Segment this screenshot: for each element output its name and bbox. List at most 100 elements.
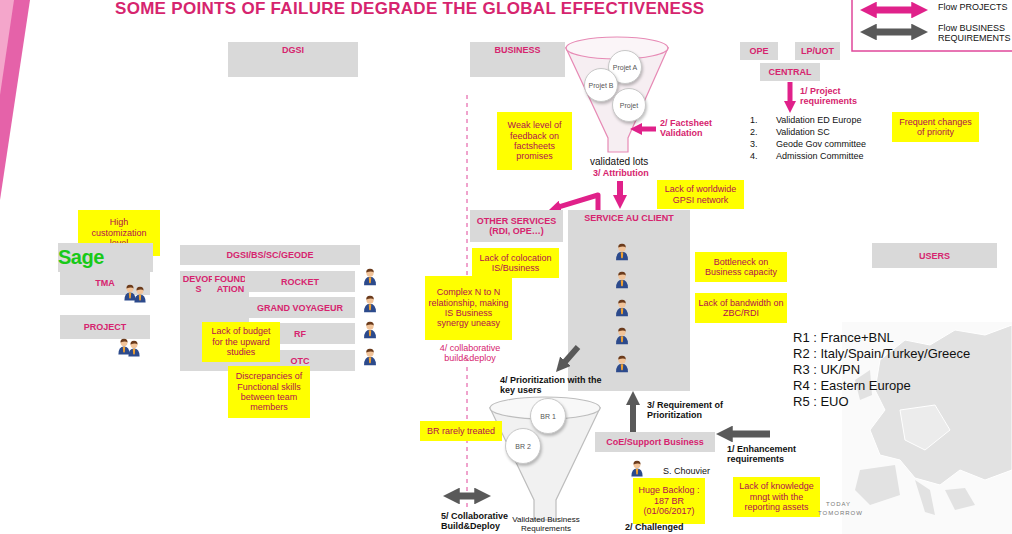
node-text: OTHER SERVICES (RDI, OPE…) <box>470 216 563 236</box>
title: SOME POINTS OF FAILURE DEGRADE THE GLOBA… <box>115 0 705 19</box>
flow-connector <box>558 195 598 210</box>
flow-arrow <box>456 493 477 500</box>
map-land <box>915 480 935 515</box>
person-icon <box>118 339 129 355</box>
map-land <box>900 405 950 450</box>
node-text: GRAND VOYAGEUR <box>257 303 343 313</box>
flow-arrow <box>873 7 914 14</box>
item-circle: Projet <box>612 88 646 122</box>
node-text: CoE/Support Business <box>606 437 704 447</box>
flow-connector <box>630 403 636 433</box>
node-text: DGSI <box>282 45 304 55</box>
person-icon <box>364 296 376 312</box>
node-text: PROJECT <box>84 322 127 332</box>
annotation-text: 3/ Attribution <box>593 168 673 178</box>
annotation-text: 5/ Collaborative Build&Deploy <box>440 511 524 532</box>
group-box: CoE/Support Business <box>595 432 715 452</box>
annotation-text: 2. <box>750 127 766 137</box>
annotation-text: TOMORROW <box>818 510 868 517</box>
annotation-text: 4/ Prioritization with the key users <box>500 375 608 396</box>
legend-text: Flow BUSINESS REQUIREMENTS <box>938 23 1010 44</box>
note-box: Bottleneck on Business capacity <box>695 252 787 282</box>
node-text: SERVICE AU CLIENT <box>584 213 674 223</box>
annotation-text: 1/ Project requirements <box>800 86 872 107</box>
group-box: PROJECT <box>60 315 150 339</box>
person-icon <box>134 287 145 303</box>
note-box: BR rarely treated <box>420 421 502 441</box>
note-box: Lack of budget for the upward studies <box>202 322 280 362</box>
legend-frame <box>852 0 1012 51</box>
note-box: Frequent changes of priority <box>892 112 979 142</box>
node-text: Lack of worldwide GPSI network <box>660 184 741 205</box>
person-icon <box>616 328 628 344</box>
corner-band <box>0 0 14 95</box>
bottom-funnel <box>490 397 600 520</box>
group-box: CENTRAL <box>760 63 820 81</box>
node-text: TMA <box>95 278 115 288</box>
node-text: Lack of knowledge mngt with the reportin… <box>736 481 817 512</box>
legend-text: Flow PROJECTS <box>938 2 1010 12</box>
annotation-text: Validation SC <box>776 127 886 137</box>
annotation-text: R1 : France+BNL <box>793 331 1008 346</box>
note-box: Huge Backlog : 187 BR (01/06/2017) <box>633 478 705 524</box>
annotation-text: 3. <box>750 139 766 149</box>
person-icon <box>364 269 376 285</box>
annotation-text: TODAY <box>826 501 866 508</box>
item-circle: BR 1 <box>530 398 566 434</box>
note-box: Lack of worldwide GPSI network <box>657 180 744 209</box>
top-funnel <box>566 37 668 152</box>
group-box: BUSINESS <box>470 42 565 77</box>
group-box: OPE <box>740 42 778 60</box>
flow-arrow <box>788 82 793 103</box>
group-box: DGSI <box>228 42 358 77</box>
map-land <box>855 465 900 505</box>
person-icon <box>364 322 376 338</box>
node-text: OTC <box>291 356 310 366</box>
annotation-text: 4/ collaborative build&deploy <box>428 343 512 364</box>
group-box: ROCKET <box>245 271 355 292</box>
annotation-text: Admission Committee <box>776 151 886 161</box>
node-text: BR rarely treated <box>427 426 495 436</box>
corner-band <box>0 0 30 200</box>
annotation-text: Validated Business Requirements <box>508 515 584 533</box>
flow-arrow <box>617 181 623 198</box>
group-box: USERS <box>872 243 997 268</box>
group-box: SERVICE AU CLIENT <box>568 210 690 391</box>
person-icon <box>616 244 628 260</box>
map-land <box>945 488 975 510</box>
group-box: LP/UOT <box>795 42 840 60</box>
person-icon <box>364 349 376 365</box>
note-box: Complex N to N relationship, making IS B… <box>425 276 512 340</box>
annotation-text: 2/ Challenged <box>625 522 705 532</box>
annotation-text: R4 : Eastern Europe <box>793 379 1008 394</box>
node-text: Discrepancies of Functional skills betwe… <box>231 371 307 412</box>
group-box: DGSI/BS/SC/GEODE <box>180 245 360 265</box>
annotation-text: Validation ED Europe <box>776 115 886 125</box>
group-box: GRAND VOYAGEUR <box>245 297 355 318</box>
annotation-text: R3 : UK/PN <box>793 363 1008 378</box>
node-text: OPE <box>749 46 768 56</box>
annotation-text: Geode Gov committee <box>776 139 886 149</box>
node-text: CENTRAL <box>769 67 812 77</box>
node-text: ROCKET <box>281 277 319 287</box>
flow-arrow <box>564 347 578 363</box>
flow-arrow <box>873 29 914 36</box>
node-text: BR 1 <box>540 413 556 420</box>
group-box: Sage <box>58 243 153 272</box>
group-box: OTHER SERVICES (RDI, OPE…) <box>470 210 563 242</box>
node-text: USERS <box>919 251 950 261</box>
node-text: BUSINESS <box>494 45 540 55</box>
node-text: Complex N to N relationship, making IS B… <box>428 287 509 328</box>
flow-arrow <box>729 431 770 438</box>
note-box: Lack of bandwidth on ZBC/RDI <box>695 293 787 323</box>
node-text: DGSI/BS/SC/GEODE <box>226 250 313 260</box>
node-text: Projet A <box>613 64 638 71</box>
annotation-text: R2 : Italy/Spain/Turkey/Greece <box>793 347 1008 362</box>
annotation-text: 2/ Factsheet Validation <box>660 118 722 139</box>
person-icon <box>616 272 628 288</box>
node-text: BR 2 <box>515 443 531 450</box>
node-text: Sage <box>58 246 104 269</box>
person-icon <box>128 341 139 357</box>
node-text: Bottleneck on Business capacity <box>698 257 784 278</box>
